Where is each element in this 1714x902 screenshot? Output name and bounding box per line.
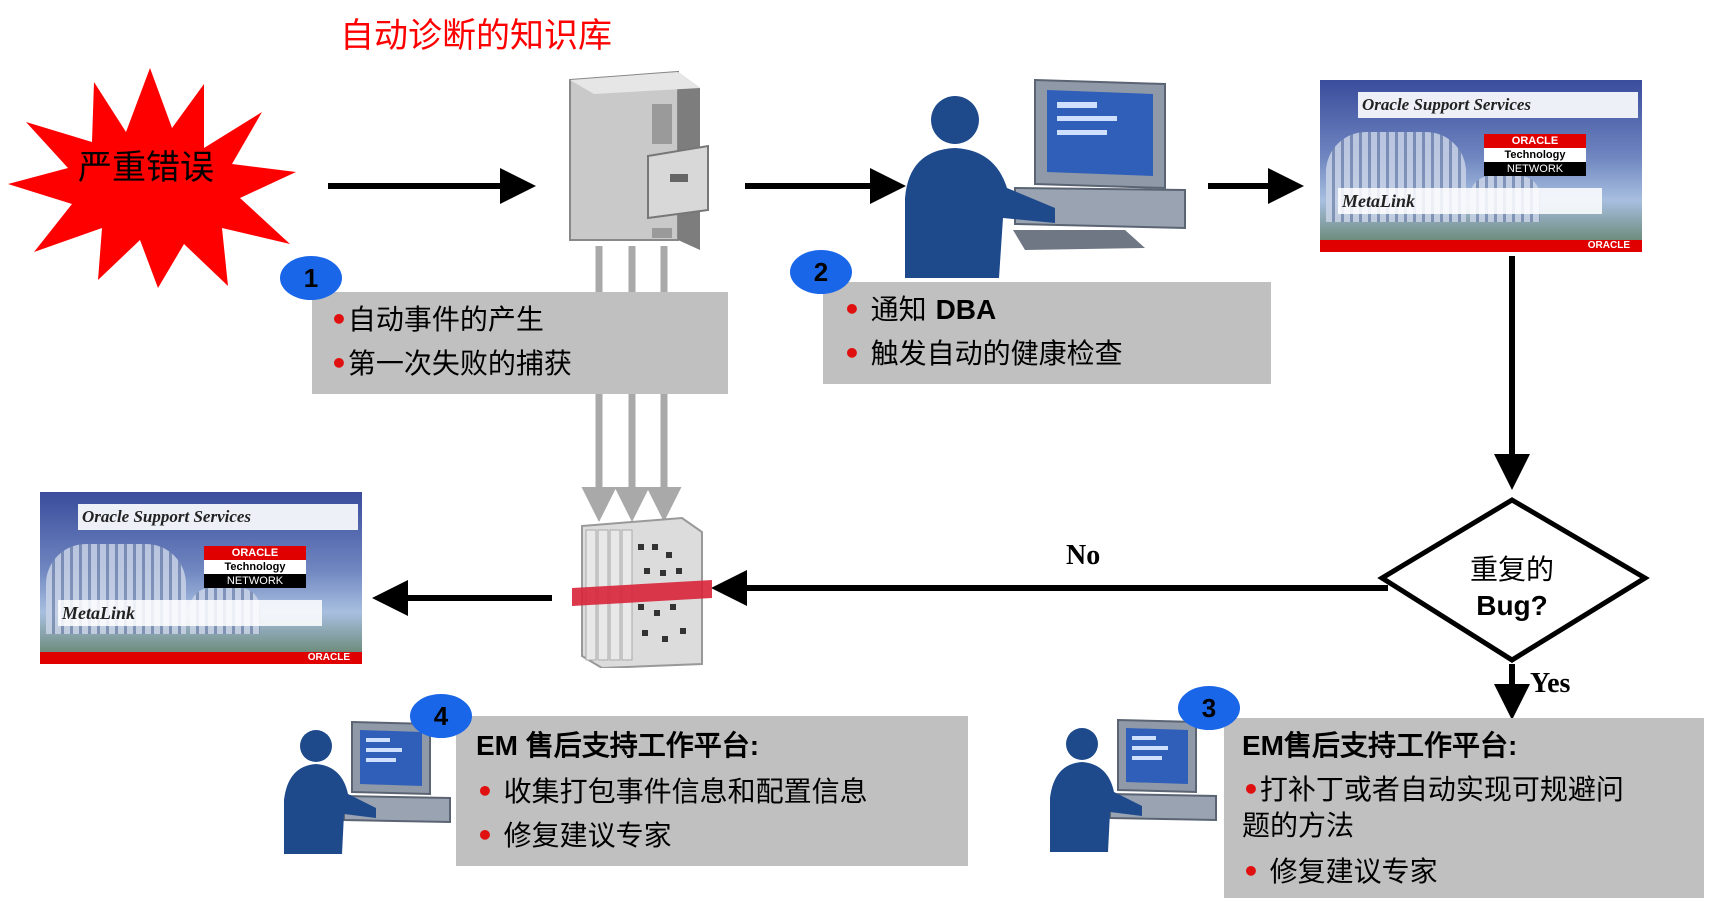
step-2-badge: 2 (790, 250, 852, 294)
explosion-burst-icon (8, 68, 296, 288)
step-2-line-2: • 触发自动的健康检查 (843, 337, 1123, 370)
step-4-line-1: • 收集打包事件信息和配置信息 (476, 775, 868, 808)
user-at-computer-icon (905, 78, 1186, 278)
metalink-screenshot-top: Oracle Support Services ORACLE Technolog… (1320, 80, 1642, 252)
critical-error-label: 严重错误 (78, 148, 214, 188)
decision-line-2: Bug? (1476, 590, 1548, 621)
step-4-heading: EM 售后支持工作平台: (476, 730, 760, 761)
step-3-badge: 3 (1178, 686, 1240, 730)
step-4-box: EM 售后支持工作平台: • 收集打包事件信息和配置信息 • 修复建议专家 (456, 716, 968, 866)
step-1-badge: 1 (280, 256, 342, 300)
metalink-screenshot-bottom: Oracle Support Services ORACLE Technolog… (40, 492, 362, 664)
step-3-line-1a: •打补丁或者自动实现可规避问 (1242, 773, 1624, 806)
branch-no-label: No (1066, 540, 1101, 571)
branch-yes-label: Yes (1530, 668, 1571, 699)
step-3-line-1b: 题的方法 (1242, 809, 1355, 842)
step-3-line-2: • 修复建议专家 (1242, 855, 1438, 888)
step-3-box: EM售后支持工作平台: •打补丁或者自动实现可规避问 题的方法 • 修复建议专家 (1224, 718, 1704, 898)
step-4-line-2: • 修复建议专家 (476, 819, 672, 852)
step-1-line-2: •第一次失败的捕获 (330, 347, 572, 380)
incident-package-icon (572, 516, 712, 668)
step-3-heading: EM售后支持工作平台: (1242, 730, 1518, 761)
knowledge-base-title: 自动诊断的知识库 (340, 16, 612, 56)
decision-diamond (1377, 497, 1650, 663)
decision-line-1: 重复的 (1469, 553, 1554, 586)
step-2-box: • 通知 DBA • 触发自动的健康检查 (823, 282, 1271, 384)
decision-label: 重复的 Bug? (1432, 552, 1592, 624)
user-at-computer-icon (1050, 718, 1217, 852)
file-cabinet-server-icon (569, 70, 709, 250)
user-at-computer-icon (284, 720, 451, 854)
step-1-line-1: •自动事件的产生 (330, 303, 544, 336)
step-2-line-1: • 通知 DBA (843, 293, 997, 326)
step-1-box: •自动事件的产生 •第一次失败的捕获 (312, 292, 728, 394)
step-4-badge: 4 (410, 694, 472, 738)
